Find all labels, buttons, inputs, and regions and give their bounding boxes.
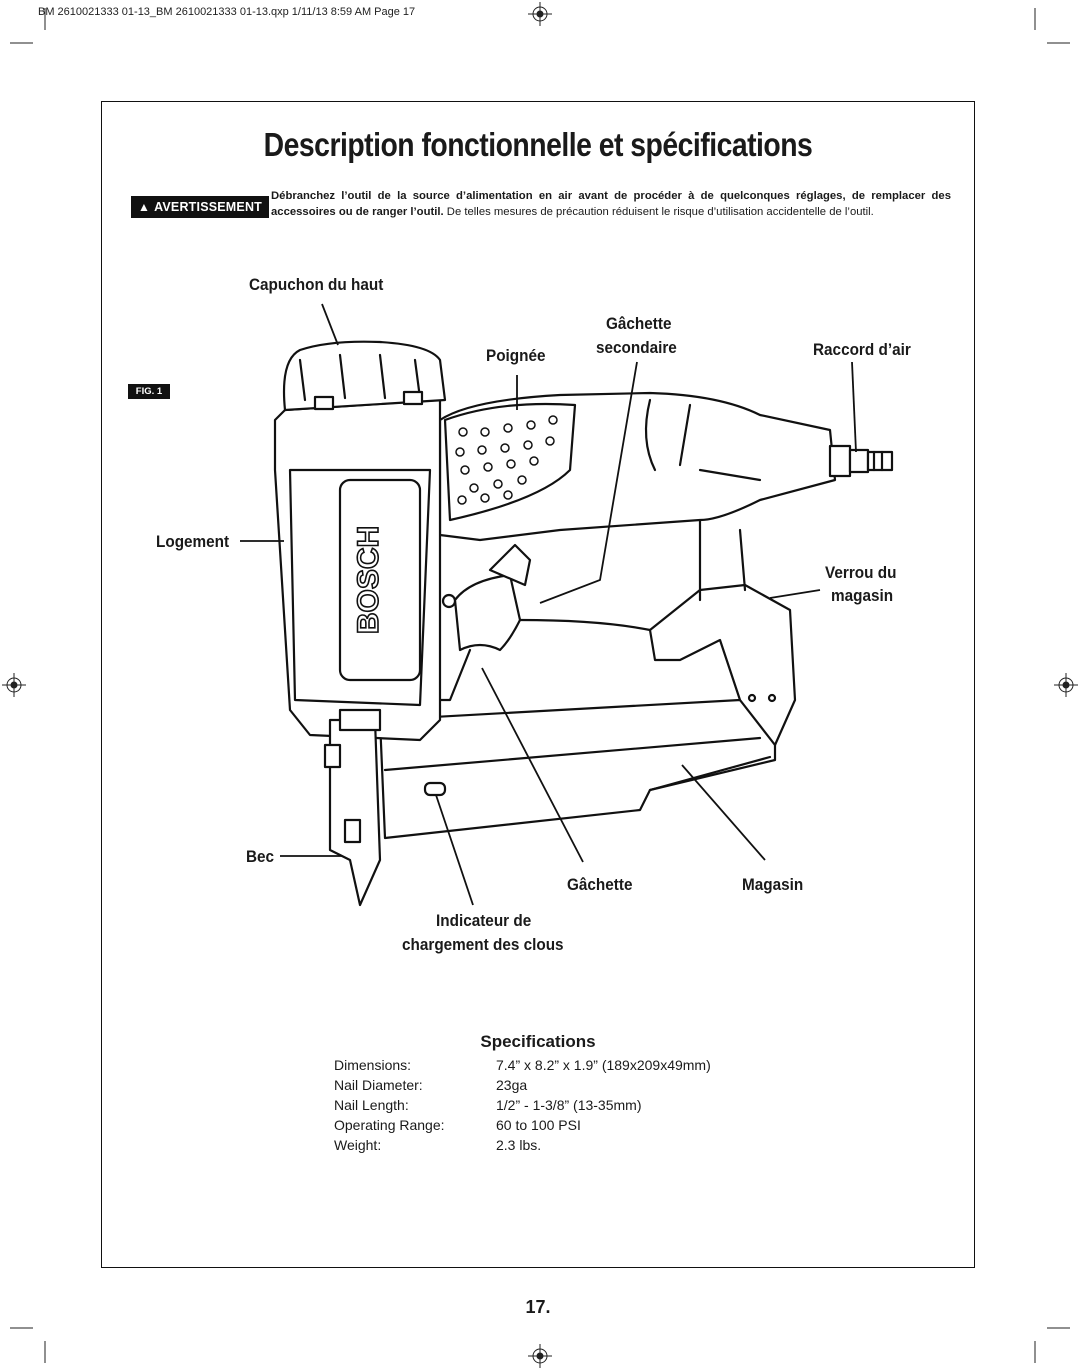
page-frame [101,101,975,1268]
brand-logo: BOSCH [352,526,385,634]
registration-mark-top [528,2,552,26]
page-title: Description fonctionnelle et spécificati… [263,126,813,163]
specifications-table: Dimensions:7.4” x 8.2” x 1.9” (189x209x4… [334,1057,711,1157]
label-bec: Bec [246,847,275,866]
label-capuchon: Capuchon du haut [249,275,384,294]
figure-tag: FIG. 1 [128,384,170,399]
spec-row: Nail Diameter:23ga [334,1077,528,1093]
label-logement: Logement [156,532,230,551]
label-gachette-secondaire-1: Gâchette [606,314,672,333]
label-gachette: Gâchette [567,875,633,894]
warning-bold-text: Débranchez l’outil de la source d’alimen… [271,190,951,218]
label-verrou-2: magasin [831,586,894,605]
trigger [453,573,522,652]
spec-row: Operating Range:60 to 100 PSI [334,1117,581,1133]
label-magasin: Magasin [742,875,804,894]
warning-badge: ▲ AVERTISSEMENT [131,196,270,218]
warning-triangle-icon: ▲ [138,200,151,214]
page-number: 17. [525,1297,551,1317]
magazine-latch [648,583,797,747]
label-gachette-secondaire-2: secondaire [596,338,677,357]
registration-mark-left [2,673,26,697]
registration-mark-right [1054,673,1078,697]
specifications-title: Specifications [480,1032,596,1051]
print-slug: BM 2610021333 01-13_BM 2610021333 01-13.… [38,6,416,18]
label-indicateur-2: chargement des clous [402,935,564,954]
registration-mark-bottom [528,1344,552,1368]
secondary-trigger [488,543,532,587]
label-indicateur-1: Indicateur de [436,911,532,930]
spec-row: Weight:2.3 lbs. [334,1137,542,1153]
label-verrou-1: Verrou du [825,563,897,582]
label-raccord: Raccord d’air [813,340,911,359]
air-fitting [828,444,894,478]
warning-badge-label: AVERTISSEMENT [154,200,263,214]
spec-row: Dimensions:7.4” x 8.2” x 1.9” (189x209x4… [334,1057,711,1073]
warning-text: Débranchez l’outil de la source d’alimen… [271,188,951,220]
warning-normal-text: De telles mesures de précaution réduisen… [443,206,874,218]
spec-row: Nail Length:1/2” - 1-3/8” (13-35mm) [334,1097,642,1113]
label-poignee: Poignée [486,346,546,365]
